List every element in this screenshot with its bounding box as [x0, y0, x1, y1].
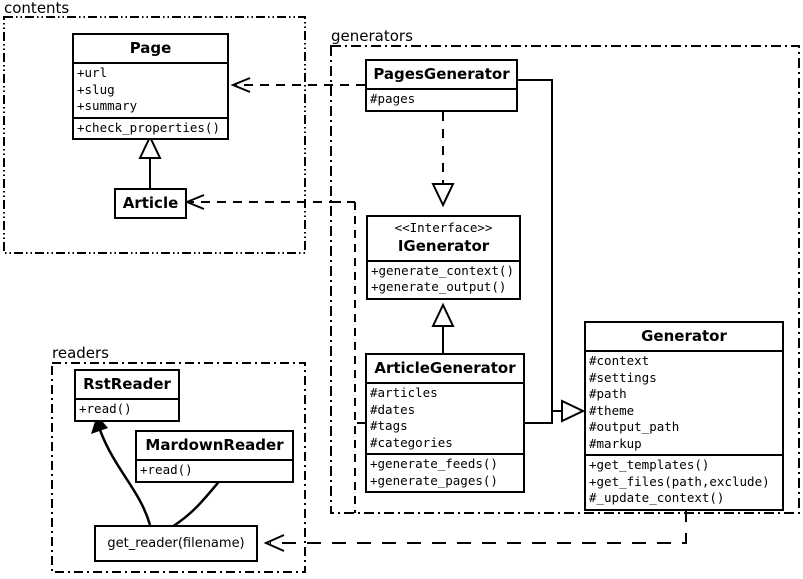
- arrowhead-open-article: [184, 194, 205, 210]
- methods-compartment-igenerator: +generate_context() +generate_output(): [368, 262, 519, 298]
- class-name-pagesgenerator: PagesGenerator: [373, 65, 510, 83]
- attribute: #categories: [370, 434, 453, 450]
- class-name-generator: Generator: [641, 327, 727, 345]
- methods-compartment-page: +check_properties(): [74, 119, 227, 139]
- method: +check_properties(): [77, 119, 220, 135]
- arrowhead-hollow-igenerator-top: [431, 183, 455, 208]
- attribute: +slug: [77, 81, 115, 97]
- attribute: #settings: [589, 369, 657, 385]
- class-box-mardownreader[interactable]: MardownReader +read(): [135, 430, 294, 483]
- method: +get_files(path,exclude): [589, 473, 770, 489]
- class-box-igenerator[interactable]: <<Interface>> IGenerator +generate_conte…: [366, 215, 521, 300]
- class-box-articlegenerator[interactable]: ArticleGenerator #articles #dates #tags …: [365, 353, 525, 494]
- methods-compartment-mardownreader: +read(): [137, 461, 292, 481]
- arrowhead-open-page: [230, 77, 251, 93]
- attribute: #output_path: [589, 419, 680, 435]
- attribute: #pages: [370, 91, 416, 107]
- attributes-compartment-articlegenerator: #articles #dates #tags #categories: [367, 384, 523, 453]
- edge-generator-to-getreader: [270, 508, 687, 544]
- method: +read(): [140, 462, 193, 478]
- method: #_update_context(): [589, 490, 725, 506]
- edge-articlegenerator-to-generator: [525, 411, 553, 424]
- class-box-rstreader[interactable]: RstReader +read(): [74, 369, 180, 422]
- package-label-readers: readers: [52, 344, 109, 362]
- attribute: +summary: [77, 98, 138, 114]
- class-box-generator[interactable]: Generator #context #settings #path #them…: [584, 321, 784, 511]
- attribute: +url: [77, 65, 108, 81]
- attribute: #dates: [370, 401, 416, 417]
- attribute: #context: [589, 353, 650, 369]
- class-name-article: Article: [122, 194, 179, 212]
- edge-getreader-to-mardownreader: [171, 477, 223, 529]
- methods-compartment-articlegenerator: +generate_feeds() +generate_pages(): [367, 455, 523, 491]
- method: +generate_output(): [371, 279, 507, 295]
- attribute: #articles: [370, 385, 438, 401]
- package-label-contents: contents: [4, 0, 70, 17]
- function-box-get-reader[interactable]: get_reader(filename): [94, 525, 258, 562]
- method: +generate_pages(): [370, 472, 498, 488]
- class-box-pagesgenerator[interactable]: PagesGenerator #pages: [365, 59, 518, 112]
- method: +generate_feeds(): [370, 456, 498, 472]
- attribute: #path: [589, 386, 627, 402]
- class-box-article[interactable]: Article: [114, 188, 187, 220]
- attributes-compartment-generator: #context #settings #path #theme #output_…: [586, 352, 782, 454]
- methods-compartment-rstreader: +read(): [76, 400, 178, 420]
- arrowhead-open-getreader: [263, 534, 285, 552]
- class-name-page: Page: [129, 39, 172, 57]
- arrowhead-hollow-generator: [561, 399, 586, 423]
- arrowhead-hollow-igenerator-bottom: [431, 302, 455, 327]
- class-name-rstreader: RstReader: [83, 375, 171, 393]
- method: +generate_context(): [371, 262, 514, 278]
- attribute: #theme: [589, 402, 635, 418]
- methods-compartment-generator: +get_templates() +get_files(path,exclude…: [586, 456, 782, 509]
- attributes-compartment-page: +url +slug +summary: [74, 64, 227, 117]
- package-label-generators: generators: [331, 27, 413, 45]
- attribute: #tags: [370, 418, 408, 434]
- class-box-page[interactable]: Page +url +slug +summary +check_properti…: [72, 33, 229, 141]
- attribute: #markup: [589, 435, 642, 451]
- method: +read(): [79, 401, 132, 417]
- class-name-igenerator: IGenerator: [397, 236, 490, 255]
- class-name-articlegenerator: ArticleGenerator: [374, 359, 516, 377]
- method: +get_templates(): [589, 457, 710, 473]
- class-name-mardownreader: MardownReader: [145, 436, 284, 454]
- attributes-compartment-pagesgenerator: #pages: [367, 90, 516, 110]
- function-label-get-reader: get_reader(filename): [107, 536, 245, 551]
- class-stereotype-igenerator: <<Interface>>: [394, 220, 493, 235]
